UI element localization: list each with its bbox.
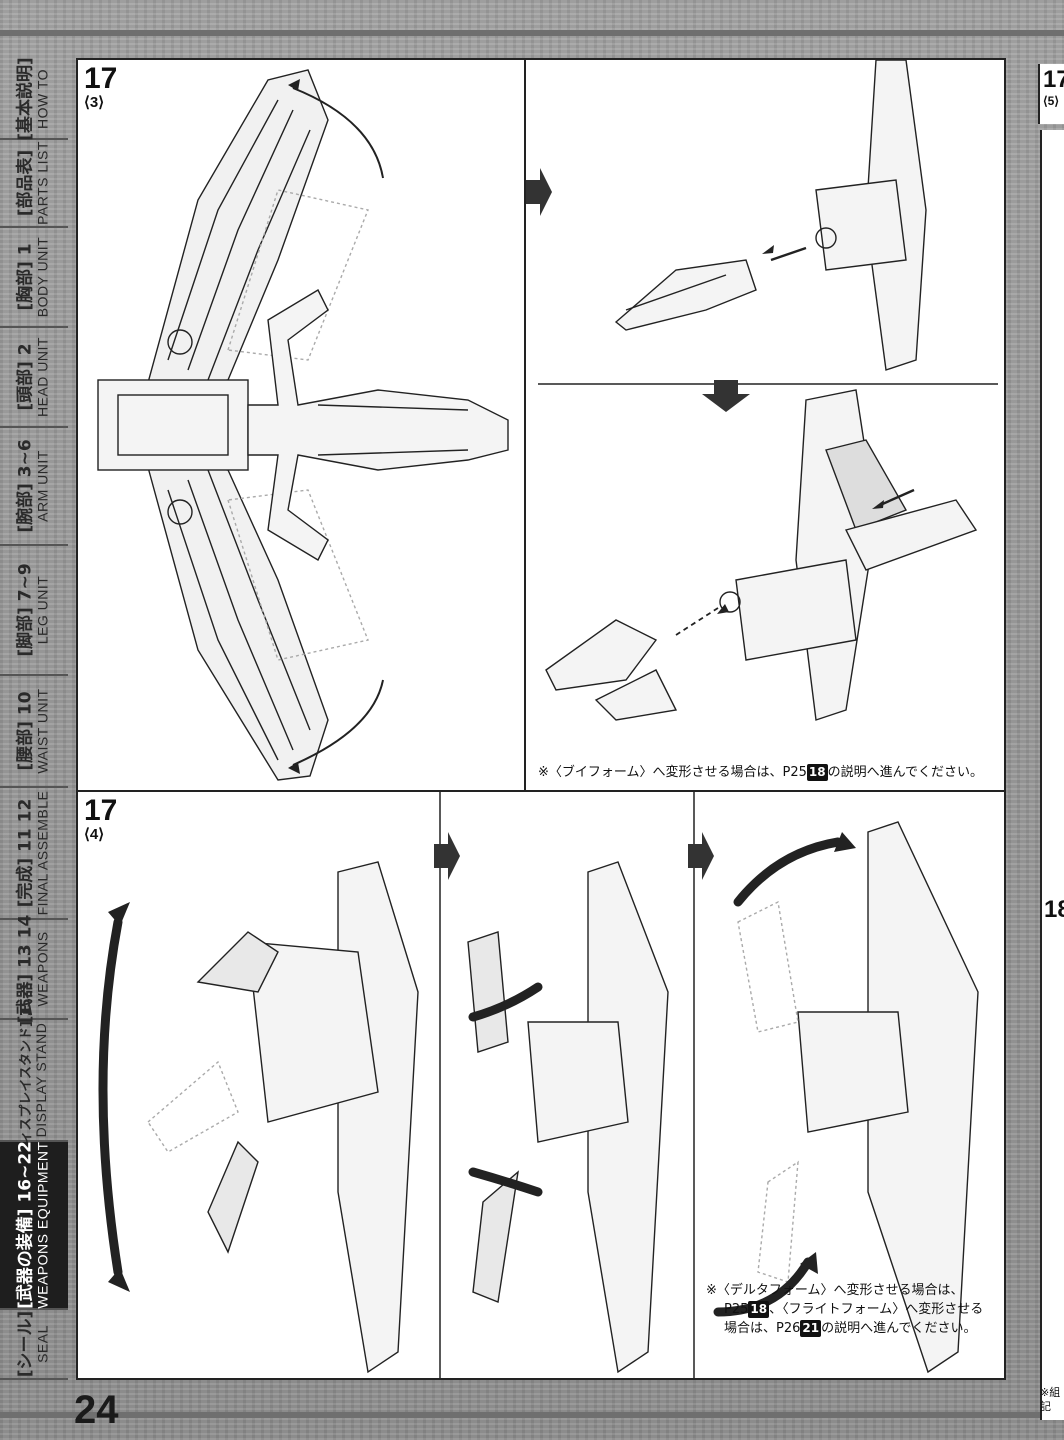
step-17-4-panel: 17 ⟨4⟩ xyxy=(76,790,1006,1380)
page-number: 24 xyxy=(74,1388,119,1432)
next-step-18-label: 18 xyxy=(1044,896,1064,923)
next-page-note: ※組 記 xyxy=(1040,1386,1061,1414)
next-step-label: 17 ⟨5⟩ xyxy=(1038,64,1064,124)
wing-fold-illustration xyxy=(98,792,979,1378)
step-label: 17 ⟨4⟩ xyxy=(84,794,118,843)
step-ref-badge: 18 xyxy=(806,764,828,782)
detach-attach-illustration xyxy=(526,60,998,721)
step-ref-badge: 18 xyxy=(748,1300,770,1319)
nav-item-how-to[interactable]: [基本説明]HOW TO xyxy=(0,57,68,141)
nav-item-parts-list[interactable]: [部品表]PARTS LIST xyxy=(0,140,68,228)
step-label: 17 ⟨3⟩ xyxy=(84,62,118,111)
background-rail xyxy=(0,1412,1064,1418)
next-page-fragment xyxy=(1040,130,1064,1420)
nav-item-seal[interactable]: [シール]SEAL xyxy=(0,1310,68,1380)
step-17-3-panel: 17 ⟨3⟩ xyxy=(76,58,526,792)
wing-unfold-illustration xyxy=(97,69,509,781)
background-rail xyxy=(0,30,1064,36)
step-ref-badge: 21 xyxy=(800,1319,822,1338)
